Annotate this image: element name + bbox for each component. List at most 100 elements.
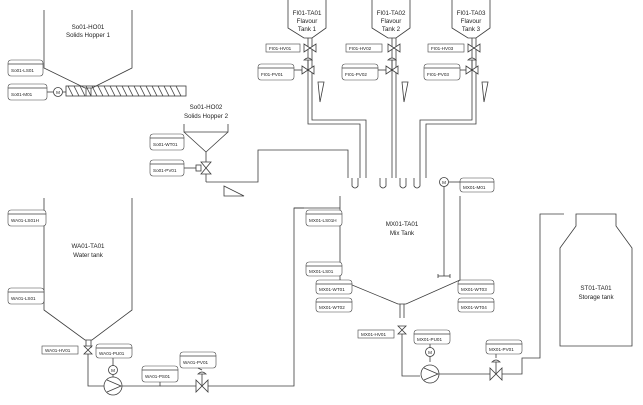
svg-text:M: M (442, 180, 446, 185)
tag-fi01-hv03[interactable]: FI01-HV03 (427, 43, 465, 53)
tag-mx01-m01[interactable]: MX01-M01 (459, 177, 495, 193)
fi01-hv03-valve[interactable] (467, 43, 481, 53)
water-tank: WA01-TA01 Water tank (43, 198, 133, 348)
so01-rotary-valve[interactable] (195, 161, 212, 175)
tag-fi01-pv01[interactable]: FI01-PV01 (257, 63, 295, 81)
flavour-tank-2: FI01-TA02 Flavour Tank 2 (371, 0, 411, 39)
fi01-hv02-valve[interactable] (387, 43, 401, 53)
svg-text:Flavour: Flavour (461, 18, 482, 25)
svg-text:FI01-PV01: FI01-PV01 (261, 72, 283, 77)
fi01-pv02-valve[interactable] (385, 57, 399, 75)
svg-text:So01-PV01: So01-PV01 (153, 168, 177, 173)
tag-mx01-pv01[interactable]: MX01-PV01 (485, 339, 523, 355)
mix-tank-name: Mix Tank (390, 230, 415, 237)
svg-text:So01-M01: So01-M01 (11, 92, 33, 97)
mix-tank: MX01-TA01 Mix Tank (339, 196, 461, 318)
solids-hopper-2-name: Solids Hopper 2 (184, 113, 229, 120)
solids-hopper-1-name: Solids Hopper 1 (66, 32, 111, 39)
solids-hopper-1: So01-HO01 Solids Hopper 1 (43, 10, 133, 96)
fi01-pv01-valve[interactable] (301, 57, 315, 75)
fi01-hv01-valve[interactable] (303, 43, 317, 53)
svg-text:WA01-PS01: WA01-PS01 (145, 374, 171, 379)
svg-text:MX01-WT03: MX01-WT03 (461, 287, 487, 292)
svg-text:WA01-PV01: WA01-PV01 (183, 360, 209, 365)
wa01-pump-motor[interactable]: M (108, 365, 118, 375)
svg-text:So01-LS01: So01-LS01 (11, 68, 34, 73)
svg-text:Flavour: Flavour (381, 18, 402, 25)
svg-text:MX01-WT04: MX01-WT04 (461, 305, 487, 310)
svg-text:Tank 1: Tank 1 (298, 26, 317, 33)
svg-text:MX01-PU01: MX01-PU01 (417, 337, 442, 342)
mx01-pump-motor[interactable]: M (425, 347, 435, 357)
tag-so01-m01[interactable]: So01-M01 (7, 83, 48, 101)
tag-so01-ls01[interactable]: So01-LS01 (7, 59, 44, 77)
flavour-tank-3: FI01-TA03 Flavour Tank 3 (451, 0, 491, 39)
solids-hopper-1-id: So01-HO01 (72, 24, 105, 31)
svg-text:FI01-PV03: FI01-PV03 (427, 72, 449, 77)
svg-text:Tank 2: Tank 2 (382, 26, 401, 33)
svg-text:MX01-LS01: MX01-LS01 (309, 269, 334, 274)
svg-text:WA01-PU01: WA01-PU01 (99, 351, 125, 356)
flavour-tank-1: FI01-TA01 Flavour Tank 1 (287, 0, 327, 39)
wa01-pv01-valve[interactable] (195, 371, 209, 393)
solids-hopper-2-id: So01-HO02 (190, 104, 223, 111)
svg-text:FI01-HV03: FI01-HV03 (431, 46, 454, 51)
svg-text:FI01-HV02: FI01-HV02 (349, 46, 372, 51)
mx01-pump[interactable] (420, 364, 440, 384)
water-tank-id: WA01-TA01 (71, 243, 105, 250)
tag-mx01-pu01[interactable]: MX01-PU01 (413, 329, 451, 345)
tag-fi01-pv03[interactable]: FI01-PV03 (423, 63, 461, 81)
svg-text:M: M (428, 350, 432, 355)
svg-text:M: M (111, 368, 115, 373)
mx01-hv01-valve[interactable] (397, 325, 407, 335)
svg-text:MX01-PV01: MX01-PV01 (489, 347, 514, 352)
tag-mx01-hv01[interactable]: MX01-HV01 (357, 329, 395, 339)
tag-fi01-hv02[interactable]: FI01-HV02 (345, 43, 383, 53)
tag-wa01-pv01[interactable]: WA01-PV01 (179, 351, 217, 369)
so01-motor[interactable]: M (53, 87, 63, 97)
svg-text:MX01-HV01: MX01-HV01 (361, 332, 386, 337)
tag-wa01-ls01[interactable]: WA01-LS01 (7, 287, 45, 305)
tag-wa01-pu01[interactable]: WA01-PU01 (95, 343, 133, 359)
fi01-pv03-valve[interactable] (465, 57, 479, 75)
svg-text:MX01-M01: MX01-M01 (463, 185, 486, 190)
wa01-hv01-valve[interactable] (83, 345, 93, 355)
storage-tank-name: Storage tank (578, 294, 614, 301)
tag-mx01-wt01[interactable]: MX01-WT01 (315, 279, 353, 295)
tag-so01-pv01[interactable]: So01-PV01 (149, 159, 185, 177)
tag-wa01-ps01[interactable]: WA01-PS01 (141, 365, 179, 383)
svg-text:WA01-HV01: WA01-HV01 (45, 348, 71, 353)
motor-letter: M (56, 90, 60, 95)
wa01-pump[interactable] (103, 376, 123, 396)
tag-fi01-pv02[interactable]: FI01-PV02 (341, 63, 379, 81)
svg-text:MX01-WT02: MX01-WT02 (319, 305, 345, 310)
svg-text:Tank 3: Tank 3 (462, 26, 481, 33)
tag-mx01-wt03[interactable]: MX01-WT03 (457, 279, 495, 295)
tag-wa01-ls01h[interactable]: WA01-LS01H (7, 209, 47, 227)
tag-fi01-hv01[interactable]: FI01-HV01 (265, 43, 301, 53)
svg-text:FI01-HV01: FI01-HV01 (269, 46, 292, 51)
svg-text:WA01-LS01: WA01-LS01 (11, 296, 36, 301)
tag-mx01-wt04[interactable]: MX01-WT04 (457, 297, 495, 313)
tag-so01-wt01[interactable]: So01-WT01 (149, 133, 185, 151)
svg-text:MX01-WT01: MX01-WT01 (319, 287, 345, 292)
svg-text:FI01-TA03: FI01-TA03 (457, 10, 486, 17)
screw-conveyor (65, 85, 187, 97)
svg-text:So01-WT01: So01-WT01 (153, 142, 178, 147)
svg-text:FI01-TA01: FI01-TA01 (293, 10, 322, 17)
mx01-pv01-valve[interactable] (489, 359, 503, 381)
mx01-agitator-motor[interactable]: M (439, 177, 449, 187)
svg-text:MX01-LS01H: MX01-LS01H (309, 218, 337, 223)
svg-text:Flavour: Flavour (297, 18, 318, 25)
solids-hopper-2: So01-HO02 Solids Hopper 2 (183, 104, 229, 162)
svg-text:FI01-PV02: FI01-PV02 (345, 72, 367, 77)
tag-mx01-ls01h[interactable]: MX01-LS01H (305, 209, 343, 227)
svg-text:FI01-TA02: FI01-TA02 (377, 10, 406, 17)
svg-text:WA01-LS01H: WA01-LS01H (11, 218, 39, 223)
tag-mx01-ls01[interactable]: MX01-LS01 (305, 261, 343, 277)
storage-tank-id: ST01-TA01 (580, 285, 612, 292)
storage-tank: ST01-TA01 Storage tank (559, 213, 633, 347)
tag-mx01-wt02[interactable]: MX01-WT02 (315, 297, 353, 313)
tag-wa01-hv01[interactable]: WA01-HV01 (41, 345, 79, 355)
